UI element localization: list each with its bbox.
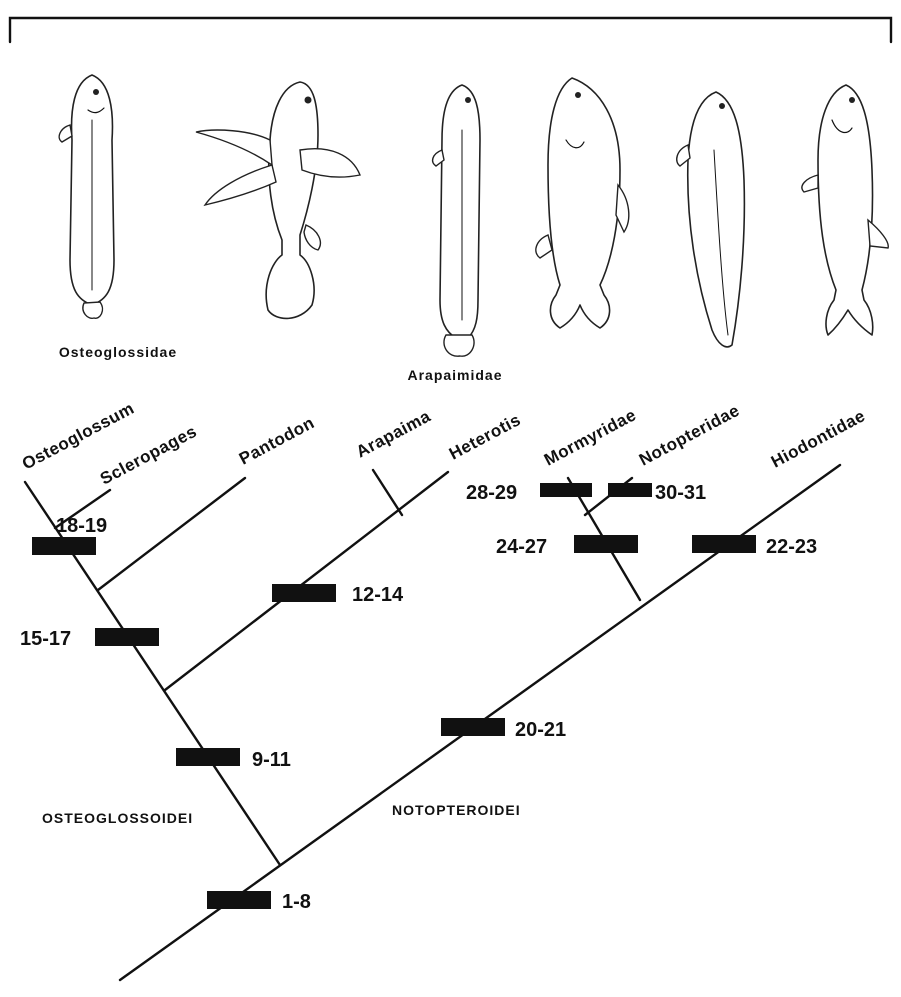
pantodon-illustration: [196, 82, 360, 318]
family-label-arapaimidae: Arapaimidae: [407, 367, 502, 383]
bar-15-17: [95, 628, 159, 646]
bar-24-27: [574, 535, 638, 553]
group-label-notopteroidei: NOTOPTEROIDEI: [392, 802, 521, 818]
mormyrid-illustration: [677, 92, 745, 347]
taxon-label-scleropages: Scleropages: [97, 422, 200, 489]
char-label-20-21: 20-21: [515, 719, 566, 741]
char-label-30-31: 30-31: [655, 482, 706, 504]
bar-18-19: [32, 537, 96, 555]
bar-28-29: [540, 483, 592, 497]
char-label-22-23: 22-23: [766, 536, 817, 558]
taxon-label-heterotis: Heterotis: [446, 410, 524, 463]
taxon-label-arapaima: Arapaima: [353, 406, 434, 461]
char-label-12-14: 12-14: [352, 584, 404, 606]
branch-arapaima: [373, 470, 402, 515]
char-label-28-29: 28-29: [466, 482, 517, 504]
bar-22-23: [692, 535, 756, 553]
bar-12-14: [272, 584, 336, 602]
char-label-15-17: 15-17: [20, 628, 71, 650]
family-label-osteoglossidae: Osteoglossidae: [59, 344, 177, 360]
branch-pantodon: [98, 478, 245, 590]
taxon-label-pantodon: Pantodon: [236, 413, 318, 468]
bar-30-31: [608, 483, 652, 497]
taxon-label-mormyridae: Mormyridae: [541, 405, 639, 469]
char-label-24-27: 24-27: [496, 536, 547, 558]
bar-9-11: [176, 748, 240, 766]
taxon-label-hiodontidae: Hiodontidae: [768, 406, 868, 471]
char-label-1-8: 1-8: [282, 891, 311, 913]
arapaima-illustration: [433, 85, 480, 356]
heterotis-illustration: [536, 78, 629, 328]
hiodon-illustration: [802, 85, 888, 335]
osteoglossum-illustration: [59, 75, 114, 318]
bar-20-21: [441, 718, 505, 736]
bar-1-8: [207, 891, 271, 909]
top-bracket: [10, 18, 891, 42]
char-label-18-19: 18-19: [56, 515, 107, 537]
group-label-osteoglossoidei: OSTEOGLOSSOIDEI: [42, 810, 193, 826]
branch-arapaimidae: [165, 472, 448, 690]
taxon-label-notopteridae: Notopteridae: [636, 401, 743, 470]
char-label-9-11: 9-11: [252, 749, 291, 771]
